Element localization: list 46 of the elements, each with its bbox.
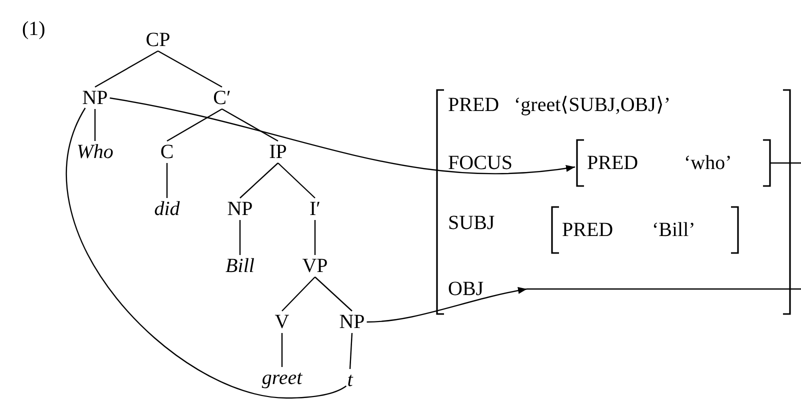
feature-value: ‘Bill’ (652, 219, 696, 241)
category-label: C (160, 142, 174, 162)
category-label: NP (227, 199, 253, 219)
category-label: IP (269, 142, 287, 162)
feature-name: PRED (448, 94, 500, 116)
attribute-value-matrix (552, 207, 738, 253)
feature-value: SUBJ (448, 212, 495, 234)
category-label: NP (82, 88, 108, 108)
tree-branch (282, 276, 316, 312)
tree-branch (314, 276, 352, 312)
feature-name: FOCUS (448, 152, 512, 174)
attribute-value-matrix (577, 140, 770, 186)
tree-branch (94, 109, 96, 141)
connector-line (770, 162, 801, 164)
tree-branch (239, 220, 241, 255)
arrow (110, 97, 576, 174)
feature-value: ‘who’ (684, 152, 732, 174)
tree-branch (222, 108, 278, 142)
category-label: CP (146, 30, 170, 50)
word-label: t (347, 370, 353, 390)
category-label: C′ (213, 88, 231, 108)
attribute-value-matrix (437, 90, 790, 314)
tree-branch (349, 332, 353, 370)
category-label: NP (339, 312, 365, 332)
tree-branch (314, 220, 316, 255)
feature-value: ‘greet⟨SUBJ,OBJ⟩’ (514, 94, 671, 116)
arrow (366, 287, 528, 323)
word-label: Bill (226, 256, 254, 276)
category-label: I′ (309, 199, 321, 219)
category-label: V (274, 312, 290, 332)
tree-branch (94, 50, 158, 88)
tree-branch (281, 333, 283, 367)
tree-branch (166, 108, 222, 142)
tree-branch (158, 50, 222, 88)
tree-branch (278, 162, 316, 198)
word-label: did (154, 199, 180, 219)
feature-name: PRED (587, 152, 638, 174)
tree-branch (166, 163, 168, 198)
word-label: Who (76, 142, 114, 162)
feature-name: PRED (562, 219, 614, 241)
example-number: (1) (22, 18, 46, 40)
connector-line (66, 108, 347, 399)
category-label: VP (302, 256, 328, 276)
feature-name: OBJ (448, 278, 484, 300)
tree-branch (240, 162, 278, 198)
word-label: greet (262, 368, 302, 388)
